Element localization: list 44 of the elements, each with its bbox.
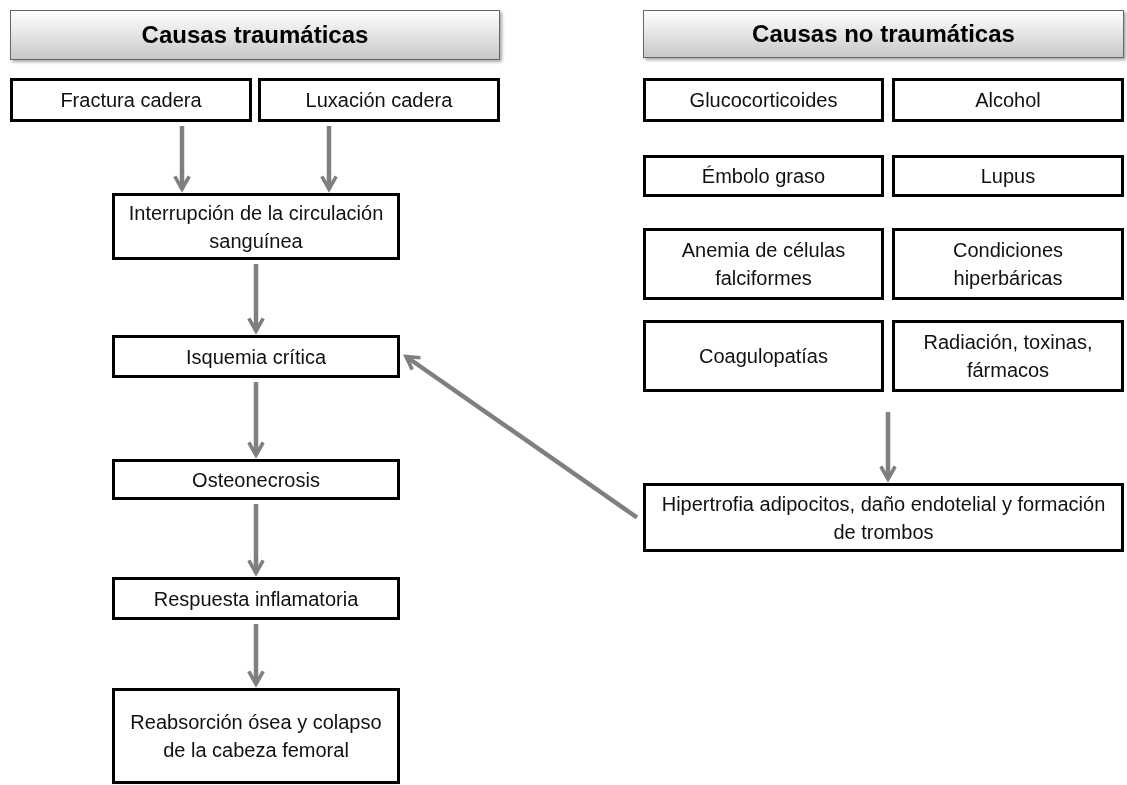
- box-text: Glucocorticoides: [689, 88, 838, 113]
- process-box: [892, 228, 1124, 300]
- box-text: Luxación cadera: [305, 88, 453, 113]
- box-text: Osteonecrosis: [192, 467, 320, 493]
- process-box: [643, 78, 884, 122]
- arrow: [247, 624, 265, 686]
- header-text: Causas traumáticas: [141, 21, 369, 49]
- process-box: [643, 155, 884, 197]
- box-text: Émbolo graso: [701, 164, 826, 189]
- process-box: [643, 228, 884, 300]
- process-box: [10, 78, 252, 122]
- box-text: Interrupción de la circulación sanguínea: [127, 200, 385, 254]
- header-text: Causas no traumáticas: [752, 20, 1015, 48]
- header-box: [10, 10, 500, 60]
- box-text: Alcohol: [975, 88, 1041, 113]
- process-box: [112, 459, 400, 500]
- box-text: Respuesta inflamatoria: [153, 586, 359, 612]
- box-text: Reabsorción ósea y colapso de la cabeza femoral: [129, 710, 383, 763]
- process-box: [112, 688, 400, 784]
- arrow: [247, 504, 265, 575]
- arrow: [320, 126, 338, 191]
- box-text: Anemia de células falciformes: [680, 238, 847, 291]
- arrow: [173, 126, 191, 191]
- arrow: [879, 412, 897, 481]
- header-box: [643, 10, 1124, 58]
- process-box: [892, 78, 1124, 122]
- box-text: Lupus: [980, 164, 1036, 189]
- process-box: [112, 193, 400, 260]
- box-text: Isquemia crítica: [185, 344, 327, 370]
- box-text: Radiación, toxinas, fármacos: [922, 330, 1094, 383]
- process-box: [643, 320, 884, 392]
- process-box: [112, 335, 400, 378]
- process-box: [258, 78, 500, 122]
- arrow: [404, 354, 639, 520]
- process-box: [112, 577, 400, 620]
- box-text: Condiciones hiperbáricas: [951, 238, 1065, 291]
- arrow: [247, 264, 265, 333]
- process-box: [892, 155, 1124, 197]
- process-box: [643, 483, 1124, 552]
- box-text: Coagulopatías: [699, 344, 828, 369]
- box-text: Hipertrofia adipocitos, daño endotelial y formación de trombos: [660, 491, 1107, 545]
- arrow: [247, 382, 265, 457]
- box-text: Fractura cadera: [60, 88, 202, 113]
- process-box: [892, 320, 1124, 392]
